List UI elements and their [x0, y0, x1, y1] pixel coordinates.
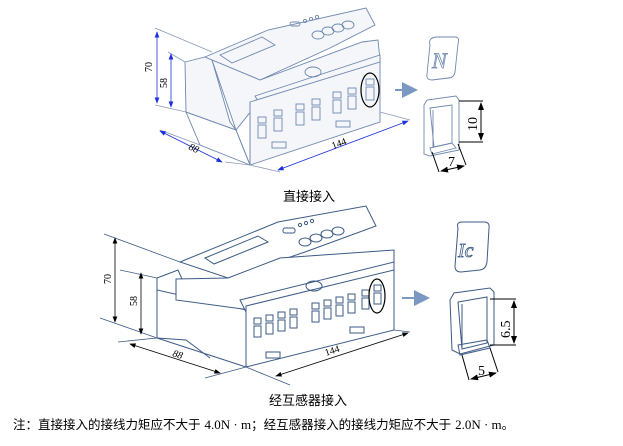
note-value-direct: 4.0N · m	[204, 417, 252, 432]
note-value-ct: 2.0N · m	[455, 417, 502, 432]
dim-depth: 88	[171, 348, 184, 362]
dimension-lines-top	[154, 27, 411, 173]
dim-height-body: 58	[129, 296, 140, 306]
dim-height-body: 58	[159, 78, 170, 88]
dim-opening-height: 6.5	[499, 321, 514, 339]
terminal-detail-direct: N 10 7	[423, 36, 484, 173]
dim-height-total: 70	[103, 274, 114, 284]
highlight-circle	[360, 72, 380, 108]
dim-opening-width: 5	[478, 364, 485, 379]
note-suffix: 。	[501, 417, 515, 432]
dim-opening-height: 10	[466, 117, 481, 131]
meter-device-direct: 70 58 88 144	[144, 7, 411, 173]
meter-device-ct: 70 58 88 144	[99, 205, 411, 386]
dimension-lines-bottom	[99, 233, 411, 386]
label-glyph: Ic	[457, 240, 474, 262]
note-prefix: 注：直接接入的接线力矩应不大于	[13, 417, 205, 432]
torque-note: 注：直接接入的接线力矩应不大于 4.0N · m；经互感器接入的接线力矩应不大于…	[13, 414, 514, 433]
terminal-label-n-icon	[426, 36, 460, 81]
caption-direct: 直接接入	[283, 190, 336, 205]
note-middle: ；经互感器接入的接线力矩应不大于	[251, 417, 456, 432]
dim-opening-width: 7	[448, 155, 455, 170]
comm-port-icon	[304, 66, 322, 78]
caption-ct: 经互感器接入	[269, 394, 348, 409]
dim-height-total: 70	[144, 62, 155, 72]
highlight-circle	[368, 278, 386, 314]
terminal-block-top	[257, 78, 375, 149]
terminal-detail-ct: Ic 6.5 5	[449, 221, 517, 381]
label-glyph: N	[431, 48, 448, 73]
meter-buttons-icon	[282, 218, 345, 247]
dim-width: 144	[324, 344, 342, 359]
comm-port-icon	[305, 280, 323, 292]
meter-buttons-icon	[289, 14, 355, 40]
dim-depth: 88	[187, 142, 201, 156]
dim-width: 144	[330, 136, 348, 151]
terminal-label-ic-icon	[454, 221, 490, 273]
